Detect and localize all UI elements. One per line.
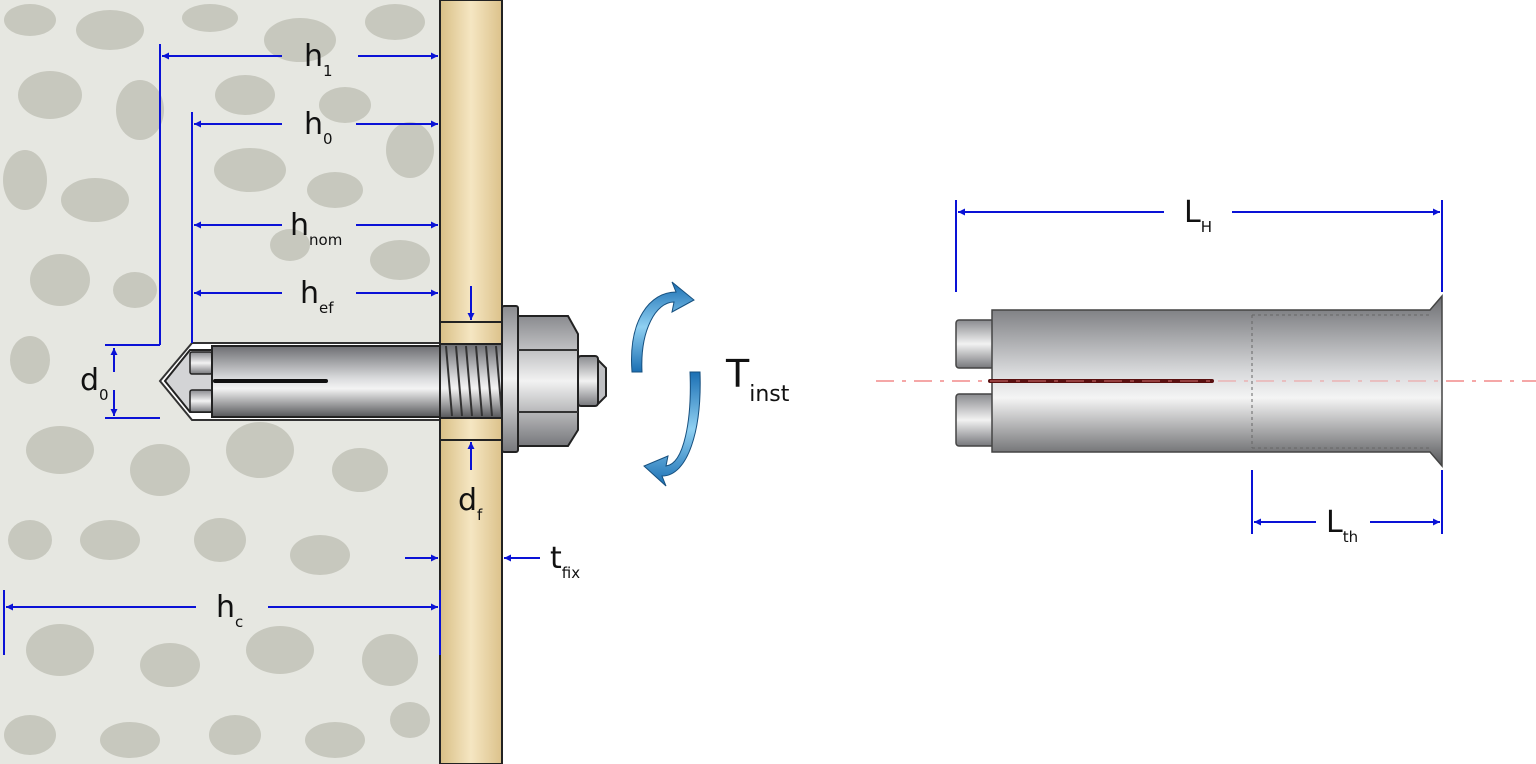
anchor-sleeve	[163, 345, 441, 418]
label-h0: h0	[304, 107, 333, 148]
dimension-lines-right	[955, 200, 1443, 534]
anchor-side-view	[876, 293, 1536, 469]
label-df: df	[458, 483, 483, 524]
label-h1: h1	[304, 39, 333, 80]
dimension-lines-left	[3, 44, 540, 655]
hex-nut	[517, 315, 607, 447]
label-hef: hef	[300, 276, 334, 317]
washer	[501, 305, 519, 453]
label-tfix: tfix	[550, 541, 580, 582]
label-hnom: hnom	[290, 208, 342, 249]
label-Lth: Lth	[1326, 505, 1358, 546]
label-hc: hc	[216, 590, 243, 631]
rotation-arrows-icon	[631, 281, 701, 487]
label-LH: LH	[1184, 195, 1212, 236]
aggregate-pattern	[3, 4, 434, 758]
label-tinst: Tinst	[725, 352, 790, 407]
label-d0: d0	[80, 363, 109, 404]
